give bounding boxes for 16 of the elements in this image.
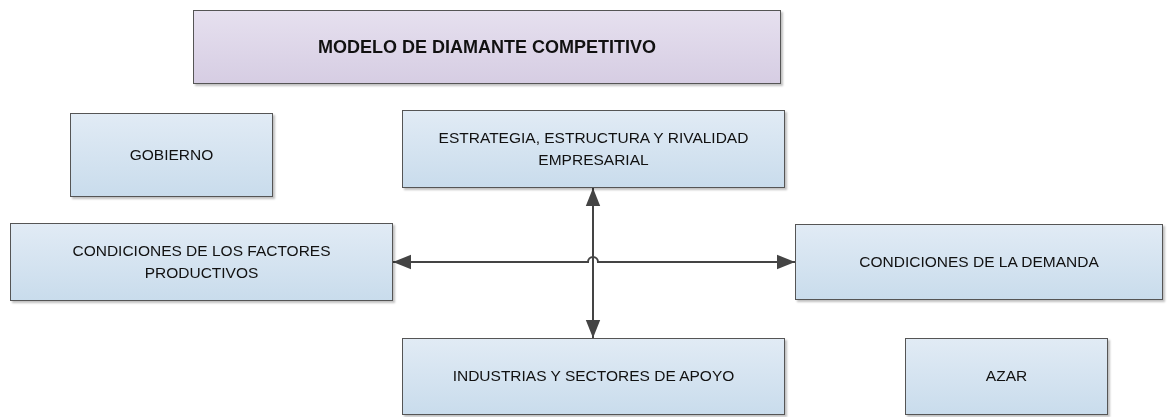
process-box	[10, 223, 393, 301]
box-label: AZAR	[984, 366, 1029, 387]
double-arrow	[585, 187, 601, 339]
process-box	[70, 113, 273, 197]
process-box	[905, 338, 1108, 415]
box-label: INDUSTRIAS Y SECTORES DE APOYO	[451, 366, 736, 387]
box-label: CONDICIONES DE LOS FACTORES PRODUCTIVOS	[71, 240, 332, 283]
box-label: MODELO DE DIAMANTE COMPETITIVO	[317, 35, 657, 59]
box-label: ESTRATEGIA, ESTRUCTURA Y RIVALIDAD EMPRESARIAL	[437, 127, 750, 170]
double-arrow	[392, 254, 796, 270]
process-box	[795, 224, 1163, 300]
process-box	[402, 110, 785, 188]
box-label: CONDICIONES DE LA DEMANDA	[858, 251, 1100, 272]
box-label: GOBIERNO	[128, 144, 215, 165]
title-box	[193, 10, 781, 84]
process-box	[402, 338, 785, 415]
